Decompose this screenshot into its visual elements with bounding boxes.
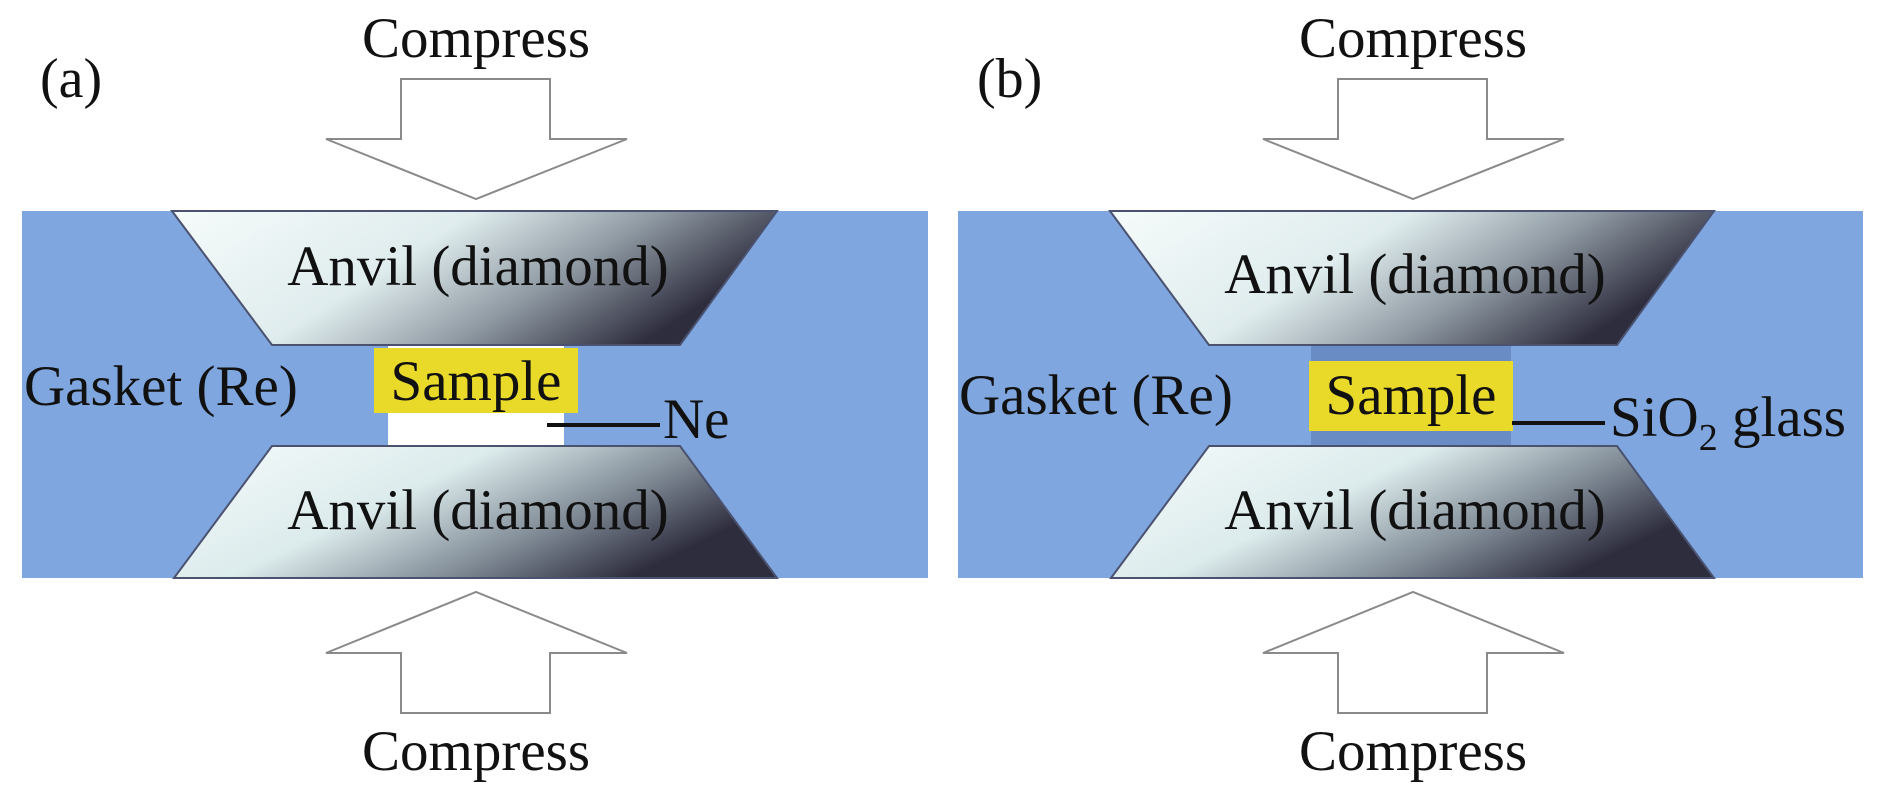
lower-anvil	[172, 445, 779, 579]
sample-box	[374, 348, 578, 413]
sample-box	[1309, 361, 1513, 431]
compress-arrow-down-icon	[325, 78, 628, 201]
gasket-label: Gasket (Re)	[24, 355, 298, 418]
panel-label: (b)	[977, 48, 1042, 110]
sample-label: Sample	[1326, 364, 1497, 427]
medium-subscript: 2	[1699, 417, 1718, 459]
sample-label: Sample	[391, 350, 562, 413]
compress-arrow-down-icon	[1262, 78, 1565, 201]
upper-anvil	[1108, 210, 1716, 346]
panel-label: (a)	[40, 48, 102, 110]
compress-label-bottom: Compress	[362, 720, 590, 783]
compress-arrow-up-icon	[1262, 590, 1565, 714]
lower-anvil-label: Anvil (diamond)	[287, 479, 669, 542]
gasket-label: Gasket (Re)	[959, 364, 1233, 427]
upper-anvil-label: Anvil (diamond)	[1224, 243, 1606, 306]
medium-label: SiO2 glass	[1610, 386, 1846, 459]
compress-arrow-up-icon	[325, 590, 628, 714]
panel-b: (b) Compress Anvil (diamond) Anvil (diam…	[958, 7, 1863, 783]
lower-anvil	[1109, 445, 1716, 579]
upper-anvil-label: Anvil (diamond)	[287, 235, 669, 298]
compress-label-top: Compress	[1299, 7, 1527, 70]
medium-label: Ne	[663, 388, 729, 451]
lower-anvil-label: Anvil (diamond)	[1224, 479, 1606, 542]
compress-label-bottom: Compress	[1299, 720, 1527, 783]
medium-suffix: glass	[1718, 386, 1846, 449]
upper-anvil	[170, 210, 779, 346]
compress-label-top: Compress	[362, 7, 590, 70]
panel-a: (a) Compress Anvil (diamond) Anvil (diam…	[22, 7, 928, 783]
